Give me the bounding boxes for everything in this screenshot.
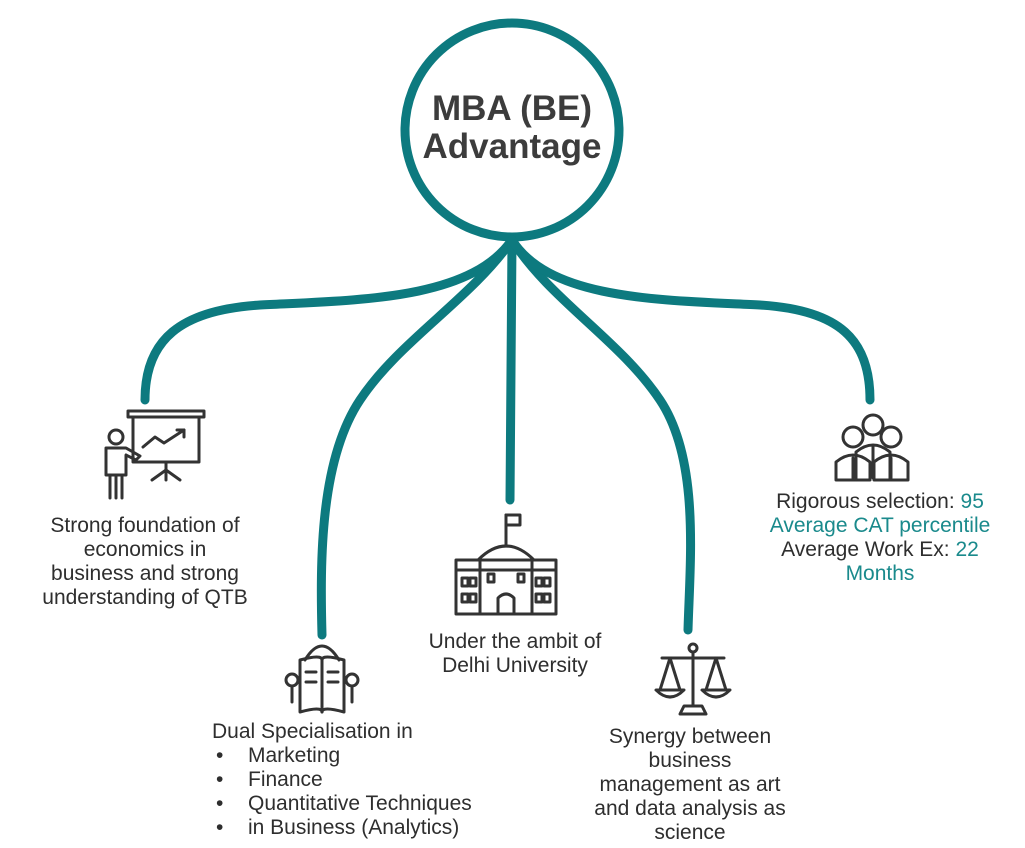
caption-line: management as art bbox=[599, 773, 781, 796]
branch-3 bbox=[505, 235, 517, 505]
branch-5 bbox=[507, 235, 875, 405]
selection-value: 95 bbox=[960, 490, 984, 513]
specialisation-heading: Dual Specialisation in bbox=[212, 720, 413, 743]
node-specialisation-caption: Dual Specialisation in Marketing Finance… bbox=[212, 720, 532, 840]
branch-4 bbox=[507, 235, 696, 635]
caption-line: understanding of QTB bbox=[42, 586, 248, 609]
node-synergy-caption: Synergy between business management as a… bbox=[570, 725, 810, 845]
university-building-icon bbox=[454, 513, 558, 616]
work-ex-unit: Months bbox=[845, 562, 915, 585]
work-ex-value: 22 bbox=[955, 538, 979, 561]
list-item: Finance bbox=[212, 768, 532, 792]
caption-line: Average Work Ex: 22 bbox=[745, 538, 1015, 562]
hub-title-line1: MBA (BE) bbox=[431, 89, 593, 128]
caption-line: Under the ambit of bbox=[428, 630, 602, 653]
list-item: Quantitative Techniques bbox=[212, 792, 532, 816]
caption-line: Rigorous selection: 95 bbox=[745, 490, 1015, 514]
caption-line: business and strong bbox=[51, 562, 239, 585]
list-item: Marketing bbox=[212, 744, 532, 768]
node-selection-caption: Rigorous selection: 95 Average CAT perce… bbox=[745, 490, 1015, 586]
hub-title: MBA (BE) Advantage bbox=[392, 90, 632, 166]
caption-line: Delhi University bbox=[442, 654, 588, 677]
book-reader-icon bbox=[284, 644, 360, 714]
selection-label: Rigorous selection: bbox=[776, 490, 961, 513]
caption-line: and data analysis as bbox=[594, 797, 786, 820]
scales-icon bbox=[654, 642, 732, 716]
list-item-continuation: in Business (Analytics) bbox=[212, 816, 532, 840]
caption-line: Synergy between bbox=[608, 725, 772, 748]
caption-line: science bbox=[654, 821, 726, 844]
node-foundation-caption: Strong foundation of economics in busine… bbox=[10, 514, 280, 610]
node-university-caption: Under the ambit of Delhi University bbox=[405, 630, 625, 678]
branch-2 bbox=[316, 235, 517, 640]
hub-title-line2: Advantage bbox=[422, 127, 602, 166]
caption-line: economics in bbox=[83, 538, 207, 561]
team-icon bbox=[834, 413, 910, 482]
cat-percentile-label: Average CAT percentile bbox=[769, 514, 991, 537]
caption-line: Strong foundation of bbox=[50, 514, 240, 537]
branch-1 bbox=[140, 235, 517, 405]
presentation-icon bbox=[104, 409, 206, 500]
caption-line: business bbox=[648, 749, 732, 772]
work-ex-label: Average Work Ex: bbox=[781, 538, 956, 561]
specialisation-list: Marketing Finance Quantitative Technique… bbox=[212, 744, 532, 840]
